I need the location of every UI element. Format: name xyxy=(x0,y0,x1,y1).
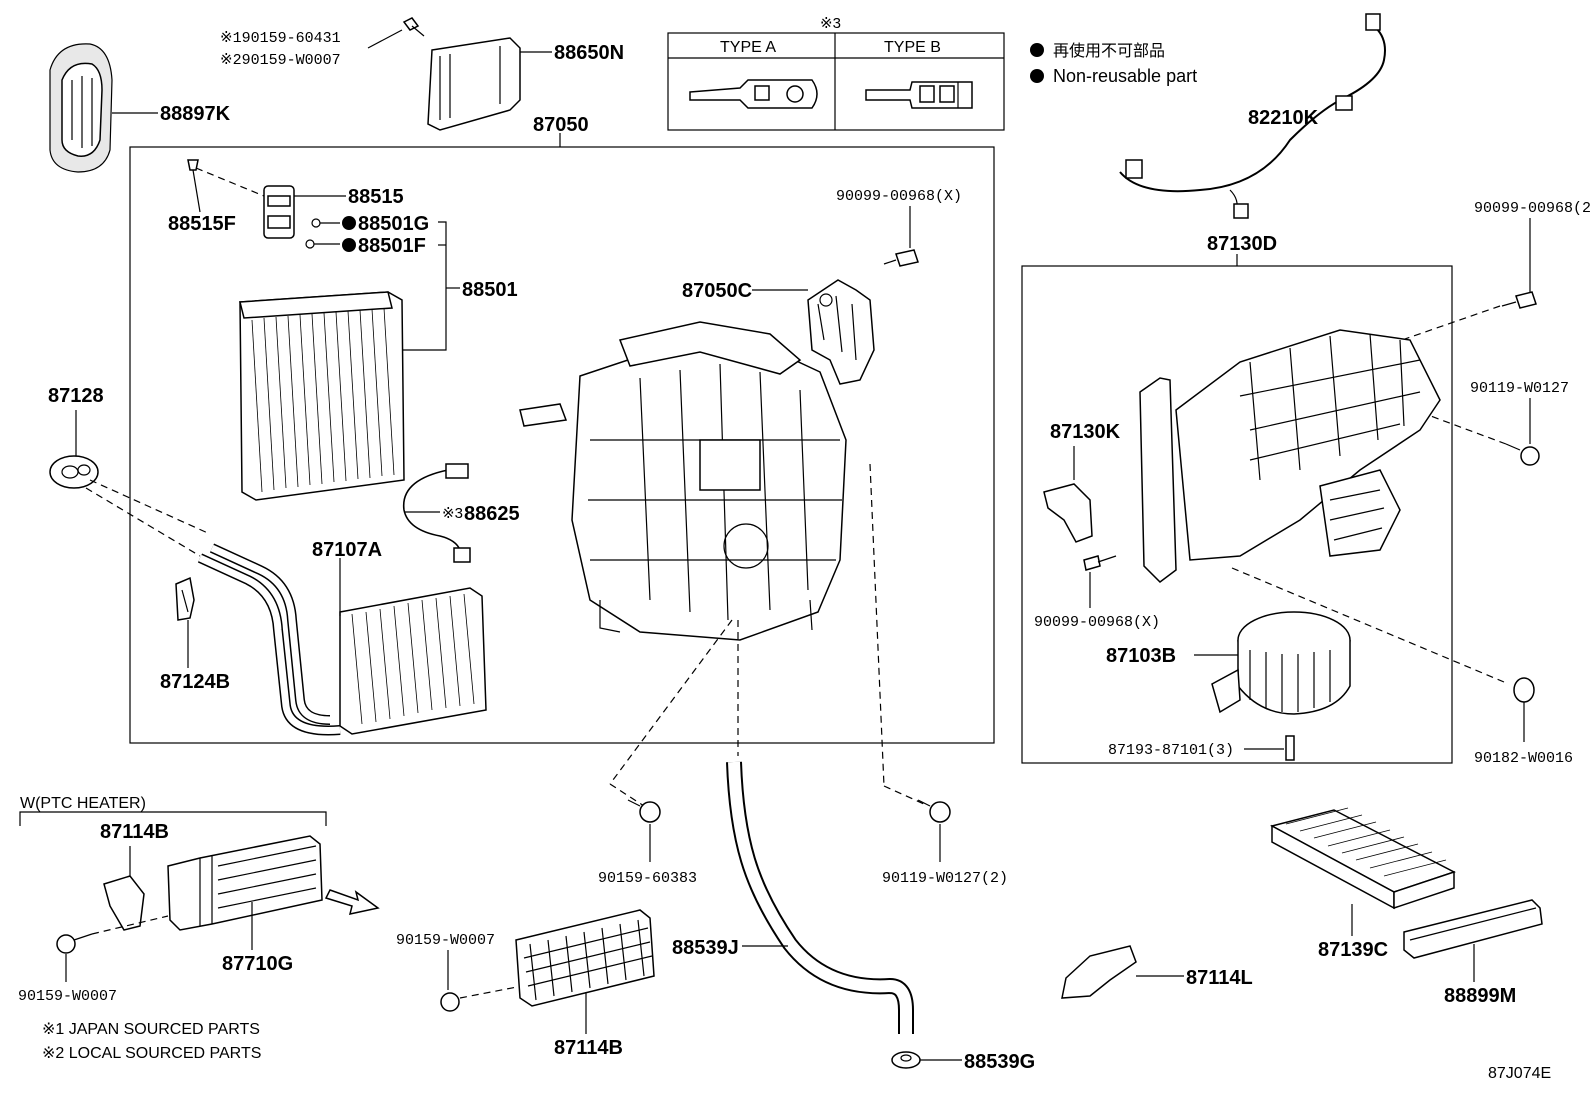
part-87124B-illustration xyxy=(175,576,195,621)
part-87114B-top-illustration xyxy=(103,875,145,931)
part-label-90182[interactable]: 90182-W0016 xyxy=(1474,750,1573,767)
part-label-90159-w-left[interactable]: 90159-W0007 xyxy=(18,988,117,1005)
part-label-88515[interactable]: 88515 xyxy=(348,186,404,208)
part-label-88899M[interactable]: 88899M xyxy=(1444,985,1516,1007)
footnote-japan-sourced: ※1 JAPAN SOURCED PARTS xyxy=(42,1021,260,1038)
part-label-82210K[interactable]: 82210K xyxy=(1248,107,1319,129)
part-87128-illustration xyxy=(49,455,99,489)
screw-90099-x-right xyxy=(1083,555,1117,571)
part-label-90159-w-mid[interactable]: 90159-W0007 xyxy=(396,932,495,949)
part-label-90099-x-right[interactable]: 90099-00968(X) xyxy=(1034,614,1160,631)
part-label-87139C[interactable]: 87139C xyxy=(1318,939,1388,961)
part-88650N-illustration xyxy=(402,17,521,131)
type-b-label: TYPE B xyxy=(884,39,941,56)
part-label-88501[interactable]: 88501 xyxy=(462,279,518,301)
part-87103B-blower-motor-illustration xyxy=(1211,611,1351,715)
part-label-87130K[interactable]: 87130K xyxy=(1050,421,1121,443)
part-label-88501F[interactable]: 88501F xyxy=(358,235,426,257)
part-label-87103B[interactable]: 87103B xyxy=(1106,645,1176,667)
part-label-87114B-top[interactable]: 87114B xyxy=(100,821,169,843)
part-label-90099-2[interactable]: 90099-00968(2) xyxy=(1474,200,1592,217)
type-a-connector-icon xyxy=(689,79,818,109)
connector-type-table: ※3 TYPE A TYPE B xyxy=(667,15,1005,131)
part-87114B-bottom-illustration xyxy=(515,909,655,1007)
part-label-90159-60383[interactable]: 90159-60383 xyxy=(598,870,697,887)
screw-90099-2 xyxy=(1501,291,1537,309)
part-87050-hvac-unit-illustration xyxy=(519,321,847,641)
ptc-group-label: W(PTC HEATER) xyxy=(20,795,146,812)
part-label-88897K[interactable]: 88897K xyxy=(160,103,231,125)
group-frame-87050 xyxy=(129,146,995,744)
part-label-87050C[interactable]: 87050C xyxy=(682,280,752,302)
part-87139C-air-filter-illustration xyxy=(1269,807,1456,910)
part-88899M-cover-illustration xyxy=(1403,899,1543,959)
part-88539G-illustration xyxy=(891,1051,921,1069)
footnote-local-sourced: ※2 LOCAL SOURCED PARTS xyxy=(42,1045,261,1062)
screw-87193 xyxy=(1285,735,1295,761)
part-88539J-drain-hose-illustration xyxy=(726,761,914,1034)
part-label-87050[interactable]: 87050 xyxy=(533,114,589,136)
part-88515-illustration xyxy=(187,159,295,239)
part-87130K-illustration xyxy=(1043,483,1093,543)
diagram-code: 87J074E xyxy=(1488,1065,1551,1082)
part-label-90119-a[interactable]: 90119-W0127 xyxy=(1470,380,1569,397)
part-label-290159[interactable]: ※290159-W0007 xyxy=(220,52,341,69)
screw-90119-2 xyxy=(917,799,951,823)
part-label-87128[interactable]: 87128 xyxy=(48,385,104,407)
part-82210K-illustration xyxy=(1119,13,1386,219)
part-90182-illustration xyxy=(1513,677,1535,703)
legend-en: Non-reusable part xyxy=(1053,66,1197,86)
part-label-88501G[interactable]: 88501G xyxy=(358,213,429,235)
part-label-88625-marker: ※3 xyxy=(442,505,463,522)
part-label-90119-2[interactable]: 90119-W0127(2) xyxy=(882,870,1008,887)
part-label-87710G[interactable]: 87710G xyxy=(222,953,293,975)
svg-text:※3: ※3 xyxy=(820,15,841,32)
part-label-88650N[interactable]: 88650N xyxy=(554,42,624,64)
part-87107A-illustration xyxy=(197,543,487,736)
legend: 再使用不可部品 Non-reusable part xyxy=(1030,42,1197,86)
part-label-87193[interactable]: 87193-87101(3) xyxy=(1108,742,1234,759)
legend-jp: 再使用不可部品 xyxy=(1053,42,1165,60)
part-label-87114L[interactable]: 87114L xyxy=(1186,967,1253,989)
part-label-87114B-bottom[interactable]: 87114B xyxy=(554,1037,623,1059)
part-label-87107A[interactable]: 87107A xyxy=(312,539,382,561)
type-a-label: TYPE A xyxy=(720,39,776,56)
part-87050C-illustration xyxy=(807,279,875,385)
part-87130D-blower-case-illustration xyxy=(1139,329,1441,583)
part-88501-illustration xyxy=(239,291,405,501)
part-label-88625[interactable]: 88625 xyxy=(464,503,520,525)
screw-90159-60383 xyxy=(627,799,661,823)
transition-arrow xyxy=(324,889,380,915)
part-label-90099-x-top[interactable]: 90099-00968(X) xyxy=(836,188,962,205)
part-label-87130D[interactable]: 87130D xyxy=(1207,233,1277,255)
screw-90159-w-left xyxy=(56,933,93,954)
screw-90099-top xyxy=(883,249,919,267)
part-label-87124B[interactable]: 87124B xyxy=(160,671,230,693)
screw-90119-a xyxy=(1505,443,1540,466)
part-label-88515F[interactable]: 88515F xyxy=(168,213,236,235)
type-b-connector-icon xyxy=(865,81,973,109)
part-87710G-ptc-heater-illustration xyxy=(167,835,323,931)
part-88625-illustration xyxy=(402,463,471,563)
part-87114L-illustration xyxy=(1061,945,1137,999)
part-88897K-illustration xyxy=(49,43,113,173)
screw-90159-w-mid xyxy=(440,992,460,1012)
part-label-88539J[interactable]: 88539J xyxy=(672,937,739,959)
part-label-190159[interactable]: ※190159-60431 xyxy=(220,30,341,47)
part-label-88539G[interactable]: 88539G xyxy=(964,1051,1035,1073)
